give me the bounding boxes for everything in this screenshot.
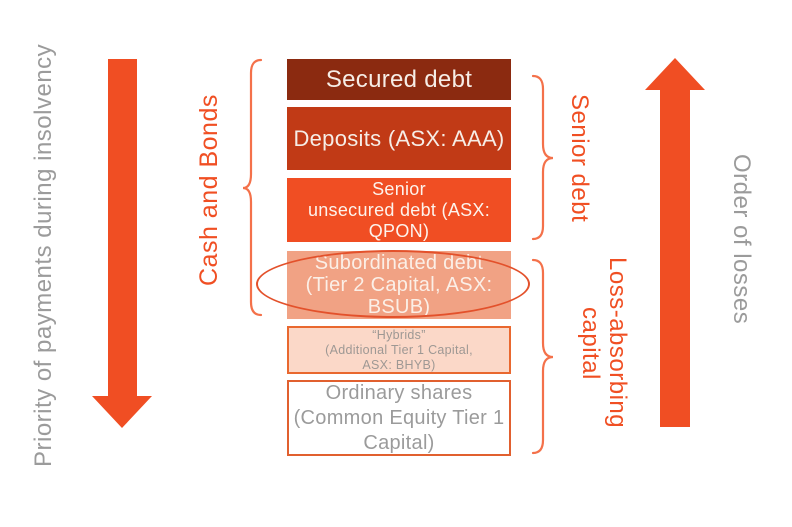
box-line: (Additional Tier 1 Capital, (325, 342, 473, 357)
senior-debt-label: Senior debt (566, 93, 593, 223)
ordinary-shares-box: Ordinary shares (Common Equity Tier 1 Ca… (287, 380, 511, 456)
hybrids-box: “Hybrids” (Additional Tier 1 Capital, AS… (287, 326, 511, 374)
secured-debt-box: Secured debt (287, 59, 511, 100)
order-of-losses-label: Order of losses (728, 153, 755, 325)
box-line: unsecured debt (ASX: (307, 199, 491, 220)
loss-absorbing-capital-label: Loss-absorbing capital (577, 252, 631, 434)
box-line: Capital) (363, 431, 435, 454)
cash-and-bonds-brace (242, 58, 263, 317)
box-line: “Hybrids” (372, 327, 426, 342)
cash-and-bonds-label: Cash and Bonds (195, 94, 223, 286)
highlight-ellipse (256, 250, 530, 318)
senior-unsecured-debt-box: Senior unsecured debt (ASX: QPON) (287, 178, 511, 242)
box-line: QPON) (368, 220, 430, 241)
deposits-box: Deposits (ASX: AAA) (287, 107, 511, 170)
box-line: Ordinary shares (325, 381, 473, 404)
box-line: Senior (372, 178, 426, 199)
loss-absorbing-line1: Loss-absorbing (604, 257, 631, 429)
box-line: (Common Equity Tier 1 (293, 406, 505, 429)
up-arrow-shaft (660, 89, 690, 427)
loss-absorbing-line2: capital (577, 306, 604, 380)
priority-of-payments-label: Priority of payments during insolvency (30, 43, 57, 467)
down-arrow-icon (92, 396, 152, 428)
box-line: ASX: BHYB) (362, 357, 436, 372)
box-line: Secured debt (325, 65, 473, 93)
box-line: Deposits (ASX: AAA) (293, 125, 505, 151)
up-arrow-icon (645, 58, 705, 90)
senior-debt-brace (531, 74, 554, 241)
loss-absorbing-capital-brace (531, 258, 554, 455)
down-arrow-shaft (108, 59, 137, 397)
